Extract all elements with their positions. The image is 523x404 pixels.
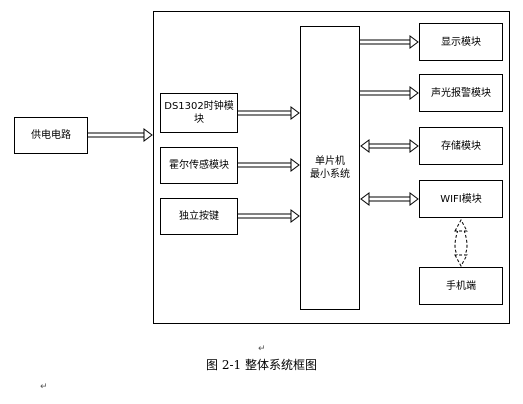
storage-module-label: 存储模块 <box>441 140 481 152</box>
wifi-module-block: WIFI模块 <box>419 180 503 218</box>
hall-sensor-label: 霍尔传感模块 <box>169 160 229 171</box>
mcu-label-line2: 最小系统 <box>310 169 350 180</box>
system-boundary <box>153 11 510 324</box>
power-supply-block: 供电电路 <box>14 117 88 154</box>
paragraph-mark-2: ↵ <box>40 382 48 392</box>
ds1302-clock-label: DS1302时钟模块 <box>164 101 234 125</box>
storage-module-block: 存储模块 <box>419 127 503 165</box>
mcu-minimum-system-block: 单片机 最小系统 <box>300 26 360 310</box>
display-module-label: 显示模块 <box>441 36 481 48</box>
independent-keys-block: 独立按键 <box>160 198 238 235</box>
phone-label: 手机端 <box>446 280 476 292</box>
ds1302-clock-block: DS1302时钟模块 <box>160 93 238 133</box>
independent-keys-label: 独立按键 <box>179 211 219 222</box>
power-supply-label: 供电电路 <box>31 130 71 141</box>
arrow-power-to-system <box>88 128 153 142</box>
hall-sensor-block: 霍尔传感模块 <box>160 147 238 184</box>
alarm-module-label: 声光报警模块 <box>431 87 491 99</box>
alarm-module-block: 声光报警模块 <box>419 74 503 112</box>
paragraph-mark-1: ↵ <box>258 344 266 354</box>
figure-caption: 图 2-1 整体系统框图 <box>206 358 317 372</box>
wifi-module-label: WIFI模块 <box>440 193 482 205</box>
phone-block: 手机端 <box>419 267 503 305</box>
display-module-block: 显示模块 <box>419 23 503 61</box>
mcu-label-line1: 单片机 <box>315 156 345 167</box>
